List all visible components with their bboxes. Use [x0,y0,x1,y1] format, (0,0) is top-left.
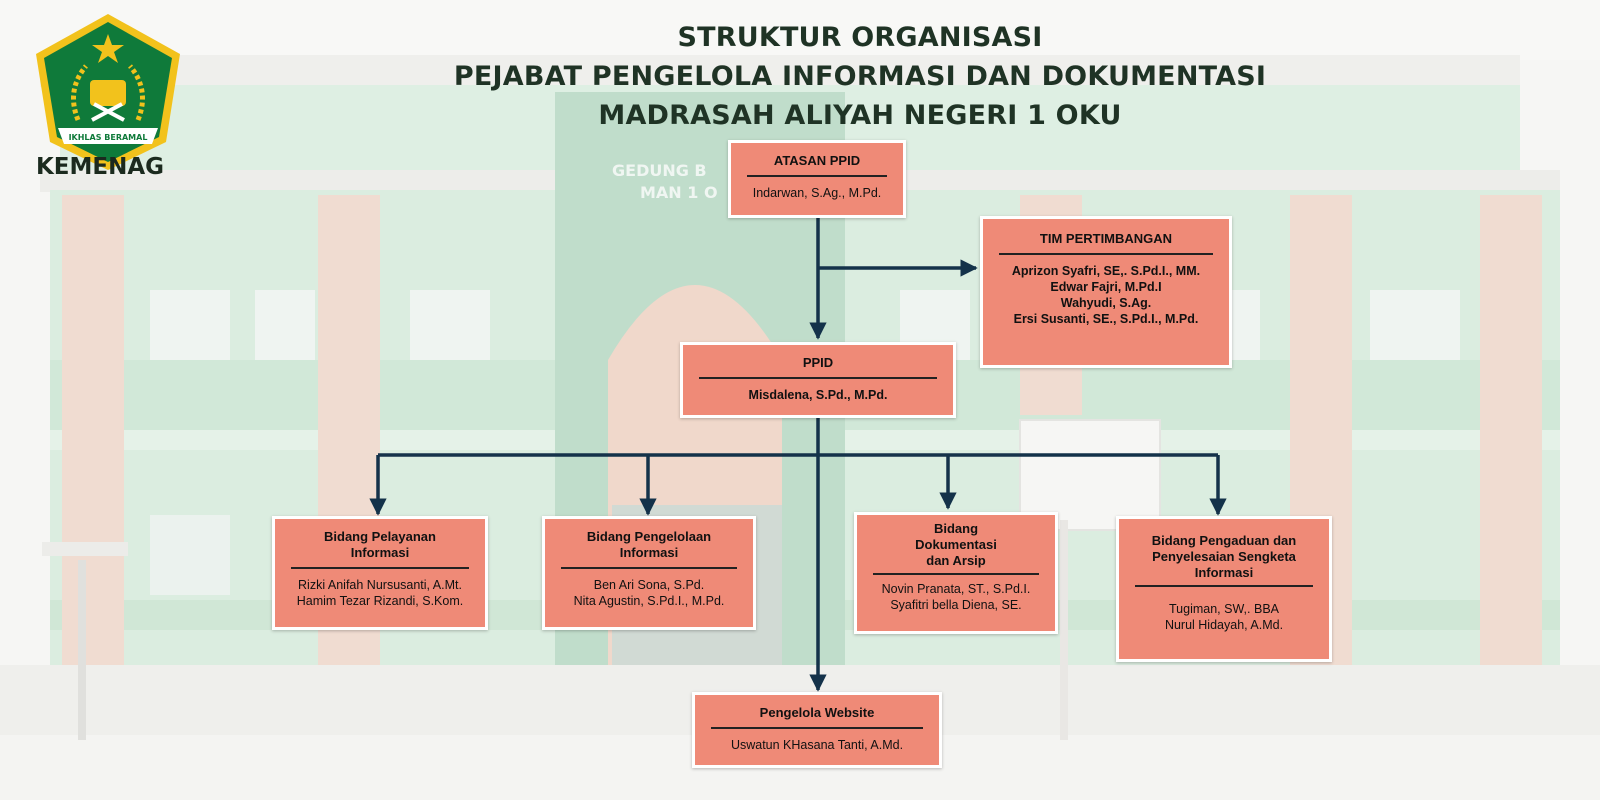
kemenag-logo: IKHLAS BERAMAL [36,14,180,170]
node-pengaduan-member-2: Nurul Hidayah, A.Md. [1164,618,1284,632]
node-tim-member-3: Wahyudi, S.Ag. [1060,296,1152,310]
node-website-member-1: Uswatun KHasana Tanti, A.Md. [730,738,904,752]
node-tim-member-4: Ersi Susanti, SE., S.Pd.I., M.Pd. [1013,312,1199,326]
node-dokumentasi-title-2: Dokumentasi [915,537,997,552]
node-atasan-title: ATASAN PPID [773,153,861,168]
node-pengaduan-title-3: Informasi [1194,565,1254,580]
node-ppid: PPID Misdalena, S.Pd., M.Pd. [680,342,956,418]
node-dokumentasi-title-3: dan Arsip [926,553,986,568]
node-pengelolaan-title-1: Bidang Pengelolaan [586,529,712,544]
node-dokumentasi-title-1: Bidang [933,521,979,536]
star-icon [92,34,124,63]
node-tim-title: TIM PERTIMBANGAN [1039,231,1173,246]
logo-ribbon-text: IKHLAS BERAMAL [69,133,148,142]
node-pengelolaan-title-2: Informasi [619,545,679,560]
node-pengelolaan-member-2: Nita Agustin, S.Pd.I., M.Pd. [573,594,725,608]
node-pelayanan-member-2: Hamim Tezar Rizandi, S.Kom. [296,594,464,608]
building-sign-line2: MAN 1 O [640,183,718,202]
title-line-2: PEJABAT PENGELOLA INFORMASI DAN DOKUMENT… [453,61,1267,92]
title-line-1: STRUKTUR ORGANISASI [677,22,1043,53]
node-tim-member-2: Edwar Fajri, M.Pd.I [1050,280,1162,294]
node-tim-pertimbangan: TIM PERTIMBANGAN Aprizon Syafri, SE,. S.… [980,216,1232,368]
node-tim-member-1: Aprizon Syafri, SE,. S.Pd.I., MM. [1011,264,1201,278]
title-line-3: MADRASAH ALIYAH NEGERI 1 OKU [598,100,1122,131]
node-pelayanan-title-1: Bidang Pelayanan [324,529,436,544]
node-pengaduan-member-1: Tugiman, SW,. BBA [1169,602,1279,616]
node-atasan-member-1: Indarwan, S.Ag., M.Pd. [752,186,882,200]
node-pengaduan-title-2: Penyelesaian Sengketa [1152,549,1296,564]
node-pelayanan-title-2: Informasi [350,545,410,560]
node-pengelolaan-member-1: Ben Ari Sona, S.Pd. [593,578,705,592]
node-pelayanan-member-1: Rizki Anifah Nursusanti, A.Mt. [298,578,462,592]
logo-label: KEMENAG [35,154,165,180]
node-ppid-title: PPID [802,355,834,370]
node-pengelola-website: Pengelola Website Uswatun KHasana Tanti,… [692,692,942,768]
node-bidang-pengaduan: Bidang Pengaduan dan Penyelesaian Sengke… [1116,516,1332,662]
node-website-title: Pengelola Website [759,705,875,720]
node-pengaduan-title-1: Bidang Pengaduan dan [1151,533,1297,548]
building-sign-line1: GEDUNG B [612,161,707,180]
node-bidang-dokumentasi: Bidang Dokumentasi dan Arsip Novin Prana… [854,512,1058,634]
node-atasan-ppid: ATASAN PPID Indarwan, S.Ag., M.Pd. [728,140,906,218]
node-dokumentasi-member-2: Syafitri bella Diena, SE. [890,598,1022,612]
book-icon [90,80,126,106]
node-ppid-member-1: Misdalena, S.Pd., M.Pd. [748,388,888,402]
node-bidang-pengelolaan: Bidang Pengelolaan Informasi Ben Ari Son… [542,516,756,630]
node-bidang-pelayanan: Bidang Pelayanan Informasi Rizki Anifah … [272,516,488,630]
node-dokumentasi-member-1: Novin Pranata, ST., S.Pd.I. [881,582,1031,596]
